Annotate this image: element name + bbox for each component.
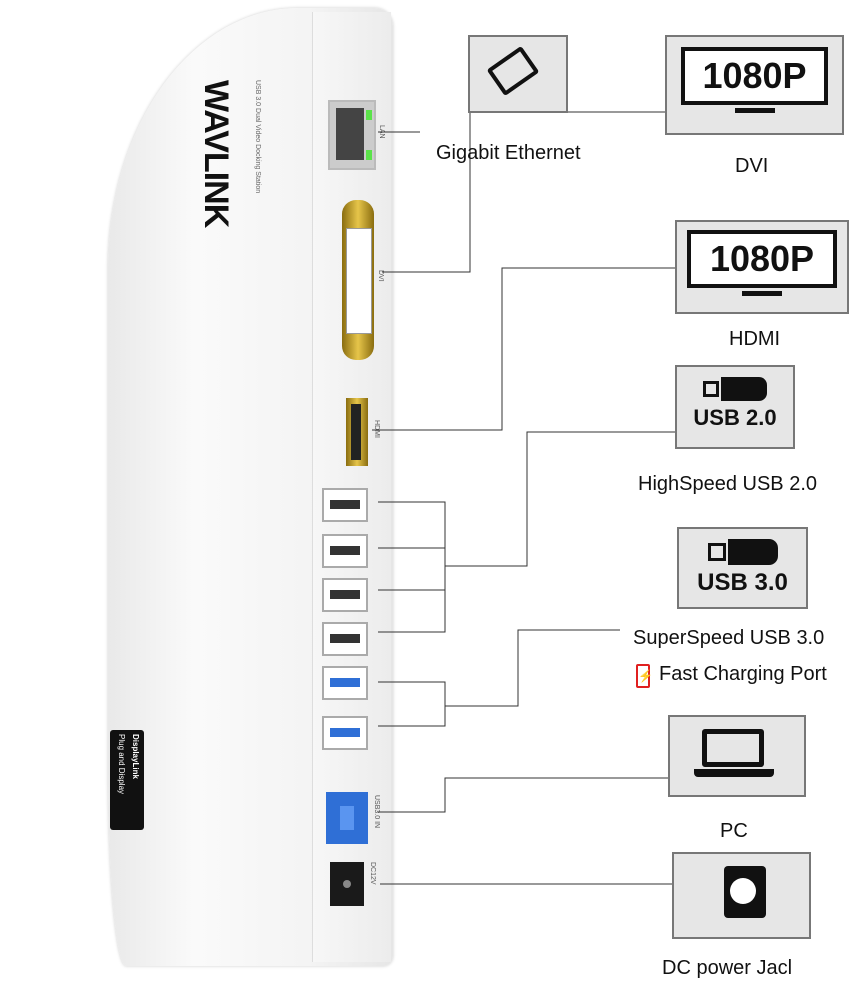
dc-label: DC power Jacl [662, 957, 793, 979]
dc-port-label: DC12V [369, 862, 376, 885]
brand-subtitle: USB 3.0 Dual Video Docking Station [254, 80, 261, 194]
dvi-label: DVI [735, 155, 769, 177]
brand-logo: WAVLINK [197, 80, 235, 228]
usb-in-port-label: USB3.0 IN [373, 795, 380, 829]
usb3-in-port [326, 792, 368, 844]
usb2-icon-box: USB 2.0 [675, 365, 795, 449]
line-pc [378, 777, 668, 813]
lan-port [328, 100, 376, 170]
usb-drive-icon [703, 377, 767, 401]
usb2-port-2 [322, 578, 368, 612]
usb2-port-3 [322, 534, 368, 568]
dvi-monitor-box: 1080P [665, 35, 844, 135]
laptop-icon [702, 729, 764, 767]
usb3-port-2 [322, 666, 368, 700]
ethernet-cable-icon [486, 45, 540, 97]
dc-port [330, 862, 364, 906]
usb3-icon-text: USB 3.0 [697, 569, 788, 596]
line-usb2 [378, 431, 675, 633]
displaylink-badge: DisplayLink Plug and Display [110, 730, 144, 830]
pc-icon-box [668, 715, 806, 797]
monitor-icon: 1080P [681, 47, 828, 105]
hdmi-port [346, 398, 368, 466]
usb3-port-1 [322, 716, 368, 750]
battery-charging-icon: ⚡ [636, 664, 653, 688]
usb2-label: HighSpeed USB 2.0 [638, 473, 818, 495]
hdmi-label: HDMI [729, 328, 781, 350]
charging-label: Fast Charging Port [659, 663, 827, 685]
line-dvi [382, 111, 665, 273]
ethernet-label: Gigabit Ethernet [436, 142, 581, 164]
usb3-label: SuperSpeed USB 3.0 [633, 627, 825, 649]
dc-icon-box [672, 852, 811, 939]
ethernet-icon-box [468, 35, 568, 113]
pc-label: PC [720, 820, 748, 842]
usb3-icon-box: USB 3.0 [677, 527, 808, 609]
usb2-icon-text: USB 2.0 [693, 405, 777, 430]
line-usb3 [378, 629, 620, 727]
hdmi-port-label: HDMI [373, 420, 380, 438]
monitor-icon: 1080P [687, 230, 837, 288]
usb2-port-4 [322, 488, 368, 522]
power-plug-icon [724, 866, 766, 918]
badge-title: DisplayLink [131, 734, 140, 779]
badge-sub: Plug and Display [117, 734, 126, 795]
usb-drive-icon [707, 539, 778, 565]
line-hdmi [372, 267, 675, 431]
dvi-port-label: DVI [377, 270, 384, 282]
usb2-port-1 [322, 622, 368, 656]
hdmi-monitor-box: 1080P [675, 220, 849, 314]
dvi-port [342, 200, 374, 360]
